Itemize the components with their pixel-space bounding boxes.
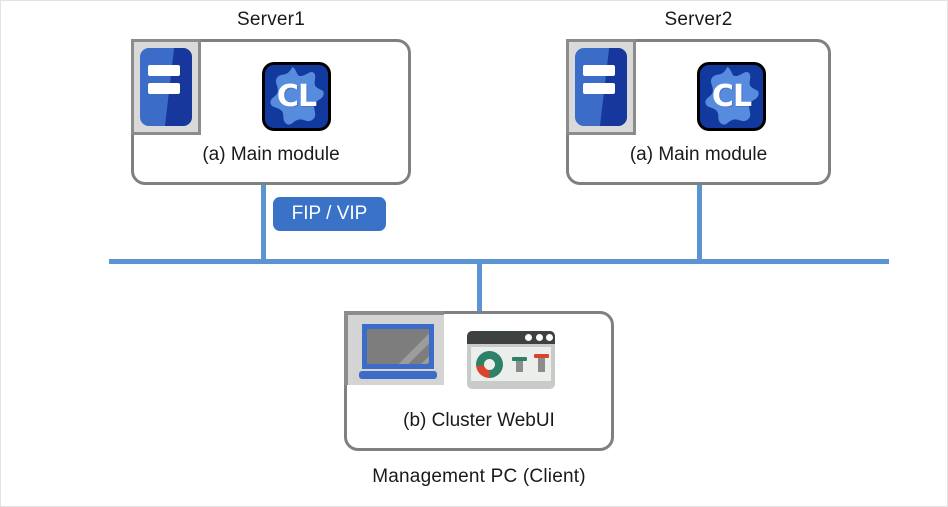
- server-icon-bar-bottom: [148, 83, 180, 94]
- network-bus-line: [109, 259, 889, 264]
- server-icon-bar-bottom: [583, 83, 615, 94]
- mini-bar-2-cap: [534, 354, 549, 358]
- server-icon-bar-top: [583, 65, 615, 77]
- client-network-link: [477, 259, 482, 313]
- server1-module-label: (a) Main module: [202, 144, 340, 165]
- laptop-base: [359, 371, 437, 379]
- fip-vip-badge: FIP / VIP: [273, 197, 386, 231]
- laptop-icon: [344, 311, 444, 385]
- browser-content-area: [471, 347, 551, 381]
- mini-bar-2-stem: [538, 358, 545, 372]
- server2-title: Server2: [664, 9, 733, 30]
- browser-dot-1: [525, 334, 532, 341]
- server2-module-label: (a) Main module: [629, 144, 768, 165]
- server2-network-link: [697, 185, 702, 263]
- server1-network-link: [261, 185, 266, 263]
- management-pc-caption: Management PC (Client): [372, 466, 586, 487]
- server2-cl-icon: CL: [697, 62, 766, 131]
- cl-icon-label: CL: [711, 79, 752, 114]
- server2-server-icon: [566, 39, 636, 135]
- browser-dot-2: [536, 334, 543, 341]
- server1-title: Server1: [237, 9, 305, 30]
- server1-server-icon: [131, 39, 201, 135]
- cl-icon-splash-shape: [705, 66, 759, 125]
- laptop-screen: [362, 324, 434, 369]
- mini-bar-1-cap: [512, 357, 527, 361]
- server1-cl-icon: CL: [262, 62, 331, 131]
- server-icon-bar-top: [148, 65, 180, 77]
- cl-icon-splash-shape: [270, 66, 324, 125]
- cl-icon-label: CL: [276, 79, 317, 114]
- server-icon-card: [575, 48, 627, 126]
- browser-dot-3: [546, 334, 553, 341]
- donut-chart-hole: [484, 359, 495, 370]
- mini-bar-1-stem: [516, 361, 523, 372]
- server-icon-card: [140, 48, 192, 126]
- browser-webui-icon: [467, 331, 555, 389]
- cluster-webui-label: (b) Cluster WebUI: [403, 410, 555, 431]
- browser-titlebar: [467, 331, 555, 344]
